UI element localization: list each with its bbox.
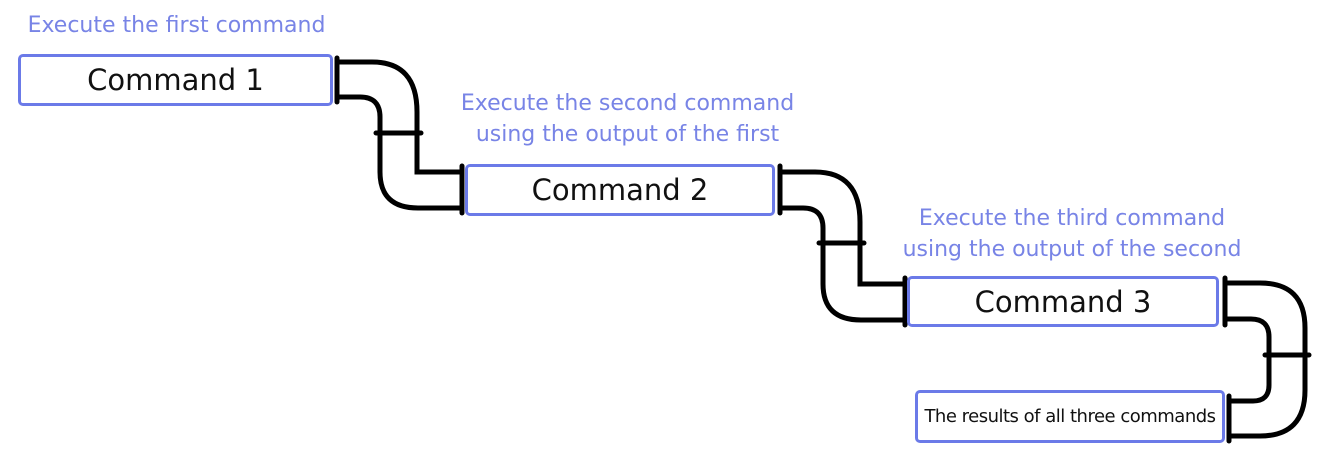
caption-line: Execute the third command — [918, 206, 1226, 231]
command-3-label: Command 3 — [974, 284, 1152, 319]
caption-step-2: Execute the second command using the out… — [455, 88, 800, 150]
caption-line: Execute the first command — [27, 13, 326, 38]
command-1-box: Command 1 — [18, 54, 333, 106]
caption-line: using the output of the first — [475, 122, 780, 147]
command-2-label: Command 2 — [531, 173, 709, 207]
caption-step-1: Execute the first command — [18, 10, 335, 41]
pipe-2 — [777, 163, 908, 328]
command-1-label: Command 1 — [87, 63, 264, 97]
pipe-3 — [1222, 275, 1312, 444]
caption-step-3: Execute the third command using the outp… — [897, 203, 1247, 265]
command-2-box: Command 2 — [465, 164, 775, 216]
caption-line: Execute the second command — [460, 91, 795, 116]
caption-line: using the output of the second — [902, 237, 1242, 262]
result-box: The results of all three commands — [915, 390, 1225, 443]
result-label: The results of all three commands — [924, 406, 1216, 427]
command-3-box: Command 3 — [907, 276, 1219, 327]
pipe-1 — [334, 55, 465, 216]
